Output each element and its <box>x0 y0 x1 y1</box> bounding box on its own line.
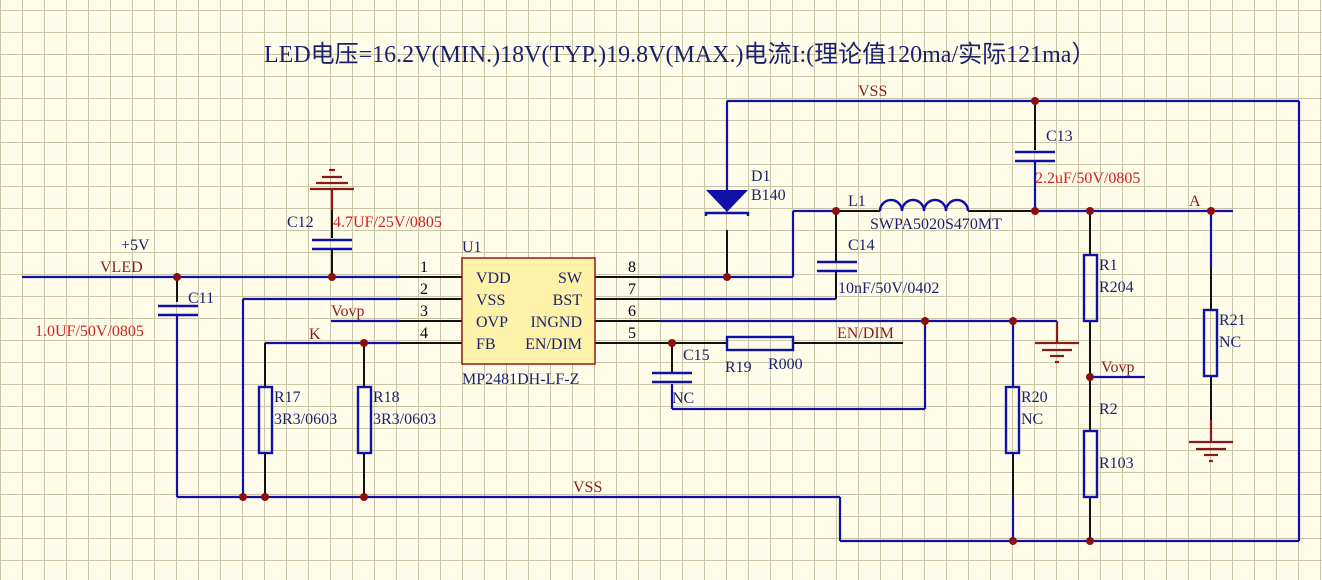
resistor-r19[interactable] <box>725 335 795 352</box>
diode-d1[interactable] <box>704 190 750 216</box>
c12-value: 4.7UF/25V/0805 <box>333 214 442 231</box>
resistor-r2[interactable] <box>1082 429 1099 499</box>
resistor-r20[interactable] <box>1004 385 1021 455</box>
r1-value: R204 <box>1099 279 1134 296</box>
capacitor-c14[interactable] <box>817 260 857 273</box>
capacitor-c11[interactable] <box>158 304 198 317</box>
ic-designator: U1 <box>462 239 482 256</box>
r19-designator: R19 <box>725 359 752 376</box>
r18-designator: R18 <box>373 389 400 406</box>
c13-designator: C13 <box>1046 128 1073 145</box>
wires <box>22 99 1301 543</box>
r20-value: NC <box>1021 411 1043 428</box>
pin-name-vdd: VDD <box>476 270 511 287</box>
pin-number: 3 <box>420 303 428 320</box>
ground-icon <box>1189 440 1233 463</box>
r21-designator: R21 <box>1219 312 1246 329</box>
c13-value: 2.2uF/50V/0805 <box>1035 170 1140 187</box>
d1-designator: D1 <box>751 168 771 185</box>
net-label-vovp-right: Vovp <box>1101 359 1135 376</box>
pin-name-vss: VSS <box>476 292 505 309</box>
r2-designator: R2 <box>1099 401 1118 418</box>
ground-icon <box>1035 341 1079 364</box>
resistor-r1[interactable] <box>1082 253 1099 323</box>
pin-number: 7 <box>628 281 636 298</box>
junctions <box>173 97 1215 545</box>
r1-designator: R1 <box>1099 257 1118 274</box>
capacitor-c13[interactable] <box>1015 150 1055 163</box>
c15-designator: C15 <box>683 347 710 364</box>
pin-name-ingnd: INGND <box>530 314 582 331</box>
r20-designator: R20 <box>1021 389 1048 406</box>
pin-number: 6 <box>628 303 636 320</box>
pin-name-bst: BST <box>553 292 583 309</box>
schematic-title: LED电压=16.2V(MIN.)18V(TYP.)19.8V(MAX.)电流I… <box>264 41 1095 68</box>
net-label-a: A <box>1189 193 1201 210</box>
c14-value: 10nF/50V/0402 <box>838 280 939 297</box>
net-label-plus5v: +5V <box>121 237 150 254</box>
ground-icon <box>310 168 354 191</box>
net-label-vss-top: VSS <box>858 83 887 100</box>
r18-value: 3R3/0603 <box>373 411 436 428</box>
net-label-vss-bottom: VSS <box>573 479 602 496</box>
resistor-r17[interactable] <box>257 385 274 455</box>
pin-name-ovp: OVP <box>476 314 508 331</box>
c15-value: NC <box>672 390 694 407</box>
pin-number: 4 <box>420 325 428 342</box>
ic-part-number: MP2481DH-LF-Z <box>462 371 579 388</box>
pin-name-sw: SW <box>558 270 583 287</box>
c11-value: 1.0UF/50V/0805 <box>35 323 144 340</box>
net-label-en-dim: EN/DIM <box>837 325 894 342</box>
r19-value: R000 <box>768 356 803 373</box>
l1-value: SWPA5020S470MT <box>870 216 1002 233</box>
capacitor-c12[interactable] <box>312 238 352 251</box>
inductor-l1[interactable] <box>878 198 970 212</box>
c11-designator: C11 <box>188 290 214 307</box>
r17-designator: R17 <box>274 389 301 406</box>
net-label-k: K <box>309 326 321 343</box>
r17-value: 3R3/0603 <box>274 411 337 428</box>
resistor-r21[interactable] <box>1202 308 1219 378</box>
r2-value: R103 <box>1099 455 1134 472</box>
resistor-r18[interactable] <box>356 385 373 455</box>
pin-name-fb: FB <box>476 336 496 353</box>
net-label-vled: VLED <box>100 259 143 276</box>
pin-number: 1 <box>420 259 428 276</box>
pin-name-en-dim: EN/DIM <box>525 336 582 353</box>
net-label-vovp: Vovp <box>331 303 365 320</box>
pin-number: 8 <box>628 259 636 276</box>
pin-number: 5 <box>628 325 636 342</box>
c12-designator: C12 <box>287 214 314 231</box>
pin-number: 2 <box>420 281 428 298</box>
d1-value: B140 <box>751 187 786 204</box>
capacitor-c15[interactable] <box>652 371 692 384</box>
l1-designator: L1 <box>848 193 866 210</box>
ic-u1-body[interactable] <box>461 257 596 365</box>
c14-designator: C14 <box>848 237 875 254</box>
r21-value: NC <box>1219 334 1241 351</box>
